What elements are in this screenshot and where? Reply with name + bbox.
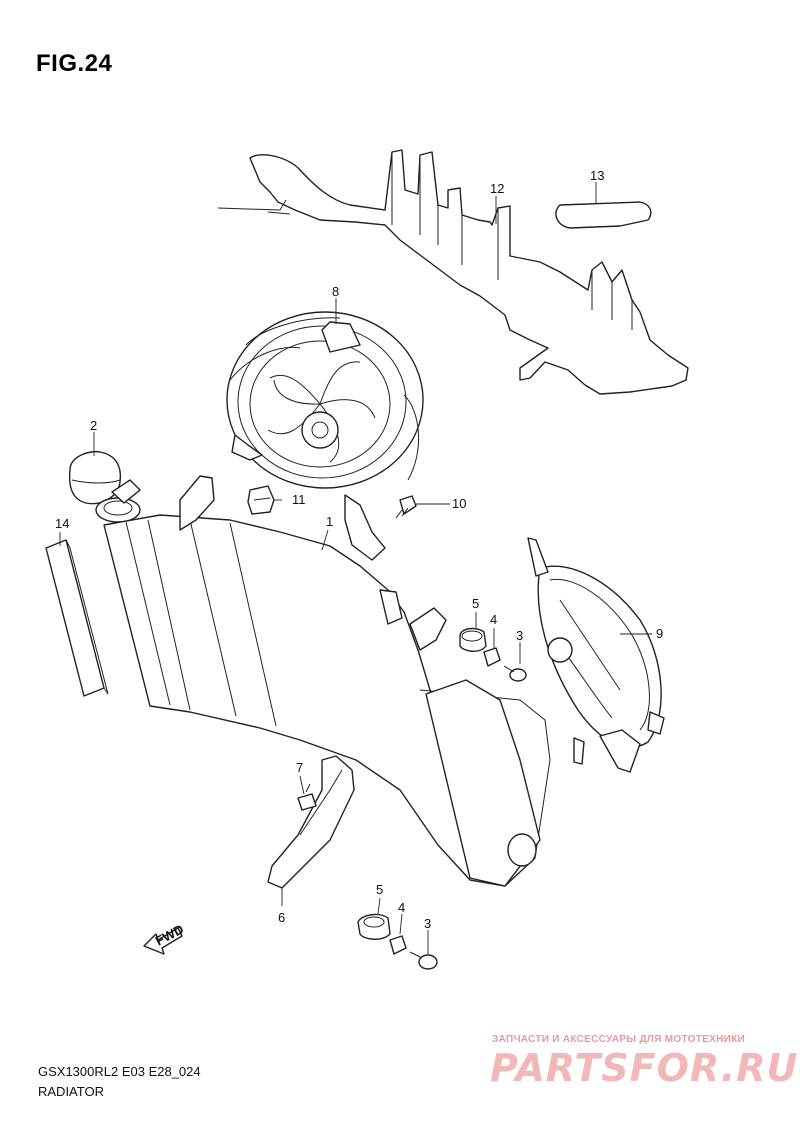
callout-6: 6 — [278, 910, 285, 925]
callout-13: 13 — [590, 168, 604, 183]
diagram-name: RADIATOR — [38, 1084, 104, 1099]
callout-1: 1 — [326, 514, 333, 529]
callout-9: 9 — [656, 626, 663, 641]
part-collar-upper — [483, 647, 501, 667]
watermark-logo: PARTSFOR.RU — [490, 1046, 799, 1090]
part-side-pad — [45, 539, 109, 697]
callout-11: 11 — [292, 492, 306, 507]
part-bolt-washer-upper — [503, 665, 527, 682]
watermark-tagline: ЗАПЧАСТИ И АКСЕССУАРЫ ДЛЯ МОТОТЕХНИКИ — [492, 1034, 745, 1045]
callout-labels: 2 14 8 11 12 13 1 10 9 5 4 3 7 6 5 4 3 — [55, 168, 663, 931]
callout-4-upper: 4 — [490, 612, 497, 627]
part-bolt-washer-lower — [409, 951, 438, 970]
part-grommet-lower — [357, 913, 391, 940]
callout-7: 7 — [296, 760, 303, 775]
callout-5-lower: 5 — [376, 882, 383, 897]
part-cooling-fan-lower — [527, 537, 665, 773]
callout-3-upper: 3 — [516, 628, 523, 643]
part-cooling-fan-upper — [226, 311, 424, 561]
part-bolt-bracket — [297, 783, 317, 811]
figure-title: FIG.24 — [36, 50, 113, 77]
callout-10: 10 — [452, 496, 466, 511]
part-collar-lower — [389, 935, 407, 955]
callout-4-lower: 4 — [398, 900, 405, 915]
callout-2: 2 — [90, 418, 97, 433]
callout-5-upper: 5 — [472, 596, 479, 611]
part-filler-neck — [95, 479, 141, 523]
part-bracket-lower — [267, 755, 355, 889]
fwd-label: FWD — [153, 921, 186, 948]
part-radiator-cap — [68, 450, 122, 505]
callout-14: 14 — [55, 516, 69, 531]
diagram-code: GSX1300RL2 E03 E28_024 — [38, 1064, 201, 1079]
part-grommet-upper — [459, 627, 487, 652]
callout-3-lower: 3 — [424, 916, 431, 931]
part-pad — [555, 201, 652, 229]
part-radiator — [103, 475, 551, 887]
part-bolt-upper — [395, 495, 417, 519]
callout-8: 8 — [332, 284, 339, 299]
fwd-arrow-icon: FWD — [143, 921, 186, 955]
part-radiator-shroud — [217, 149, 689, 395]
leader-lines — [59, 182, 652, 954]
part-nut — [247, 485, 275, 515]
callout-12: 12 — [490, 181, 504, 196]
